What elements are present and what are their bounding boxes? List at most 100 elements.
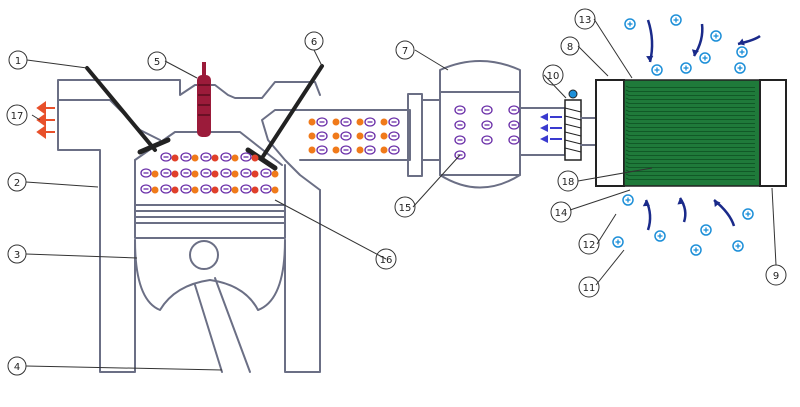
particle — [380, 118, 388, 126]
label-9: 9 — [765, 264, 787, 286]
positive-ion-icon — [699, 52, 711, 64]
label-6: 6 — [304, 31, 324, 51]
particle — [380, 146, 388, 154]
particle — [231, 154, 239, 162]
svg-text:12: 12 — [583, 240, 596, 251]
positive-ion-icon — [700, 224, 712, 236]
negative-ion-icon — [160, 152, 172, 162]
label-15: 15 — [394, 196, 416, 218]
piston-skirt — [134, 239, 286, 311]
negative-ion-icon — [220, 168, 232, 178]
spark-plug-icon — [197, 62, 211, 137]
exhaust-arrows — [36, 101, 55, 139]
particle — [191, 186, 199, 194]
svg-text:1: 1 — [15, 56, 21, 67]
exhaust-flange — [407, 93, 423, 177]
label-18: 18 — [557, 170, 579, 192]
membrane-stack — [623, 79, 761, 187]
spark-plug-body — [197, 75, 211, 137]
positive-ion-icon — [654, 230, 666, 242]
negative-ion-icon — [180, 152, 192, 162]
negative-ion-icon — [220, 152, 232, 162]
particle — [231, 186, 239, 194]
particle — [211, 170, 219, 178]
intake-valve-head — [137, 137, 171, 155]
negative-ion-icon — [508, 135, 520, 145]
particle — [332, 146, 340, 154]
converter-inlet — [421, 99, 441, 161]
label-14: 14 — [550, 201, 572, 223]
positive-ion-icon — [734, 62, 746, 74]
pipe-particles — [308, 117, 400, 155]
cylinder-wall-right — [284, 189, 321, 373]
label-3: 3 — [7, 244, 27, 264]
svg-text:13: 13 — [579, 15, 592, 26]
particle — [171, 186, 179, 194]
negative-ion-icon — [140, 168, 152, 178]
svg-text:8: 8 — [567, 42, 573, 53]
positive-ion-icon — [742, 208, 754, 220]
positive-ion-icon — [651, 64, 663, 76]
connecting-rod — [194, 277, 251, 373]
negative-ion-icon — [388, 131, 400, 141]
particle — [251, 170, 259, 178]
particle — [271, 186, 279, 194]
connector-tube — [519, 89, 599, 161]
svg-text:2: 2 — [14, 178, 20, 189]
particle — [356, 132, 364, 140]
label-13: 13 — [574, 8, 596, 30]
negative-ion-icon — [316, 131, 328, 141]
particle — [211, 154, 219, 162]
particle — [332, 118, 340, 126]
particle — [356, 146, 364, 154]
label-11: 11 — [578, 276, 600, 298]
particle — [251, 154, 259, 162]
piston-pin — [189, 240, 219, 270]
particle — [356, 118, 364, 126]
converter-tank — [421, 60, 521, 189]
svg-text:11: 11 — [583, 283, 596, 294]
engine-block — [57, 79, 321, 373]
negative-ion-icon — [160, 168, 172, 178]
negative-ion-icon — [316, 117, 328, 127]
particle — [171, 170, 179, 178]
svg-text:10: 10 — [547, 71, 560, 82]
negative-ion-icon — [508, 105, 520, 115]
negative-ion-icon — [140, 184, 152, 194]
negative-ion-icon — [388, 145, 400, 155]
end-plate-left — [595, 79, 625, 187]
cylinder-particles — [140, 152, 279, 194]
label-16: 16 — [375, 248, 397, 270]
svg-text:5: 5 — [154, 57, 160, 68]
negative-ion-icon — [200, 152, 212, 162]
end-plate-right — [759, 79, 787, 187]
negative-ion-icon — [364, 131, 376, 141]
converter-shell — [439, 60, 521, 189]
tank-ions — [454, 105, 520, 160]
piston-body — [134, 159, 286, 239]
cylinder-head-outline — [57, 79, 321, 191]
exhaust-pipe-body — [299, 109, 411, 161]
negative-ion-icon — [364, 145, 376, 155]
particle — [332, 132, 340, 140]
positive-ion-icon — [690, 244, 702, 256]
exhaust-valve — [260, 64, 324, 160]
particle — [271, 170, 279, 178]
svg-text:17: 17 — [11, 111, 24, 122]
negative-ion-icon — [180, 168, 192, 178]
negative-ion-icon — [260, 184, 272, 194]
exhaust-pipe — [299, 93, 423, 177]
positive-ion-icon — [680, 62, 692, 74]
label-5: 5 — [147, 51, 167, 71]
piston — [134, 159, 286, 311]
label-12: 12 — [578, 233, 600, 255]
negative-ion-icon — [240, 168, 252, 178]
label-17: 17 — [6, 104, 28, 126]
intake-valve — [85, 66, 157, 152]
label-7: 7 — [395, 40, 415, 60]
negative-ion-icon — [388, 117, 400, 127]
label-10: 10 — [542, 64, 564, 86]
positive-ion-icon — [624, 18, 636, 30]
positive-ion-icon — [622, 194, 634, 206]
